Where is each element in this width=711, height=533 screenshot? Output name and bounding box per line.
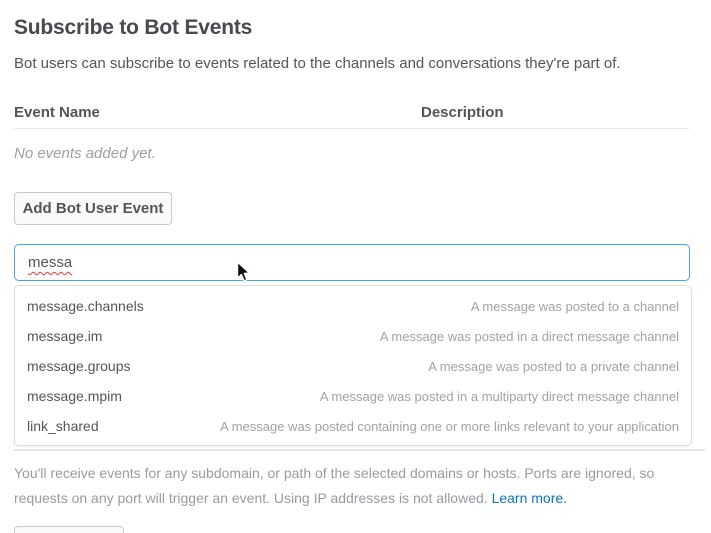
column-header-event-name: Event Name bbox=[14, 104, 100, 121]
suggestion-description: A message was posted to a channel bbox=[470, 298, 679, 314]
suggestion-name: message.mpim bbox=[27, 388, 122, 404]
suggestion-name: link_shared bbox=[27, 418, 99, 434]
suggestion-description: A message was posted to a private channe… bbox=[428, 358, 679, 374]
page-title: Subscribe to Bot Events bbox=[14, 16, 253, 39]
suggestion-name: message.im bbox=[27, 328, 103, 344]
event-search-value: messa bbox=[28, 254, 73, 271]
event-suggestions-dropdown: message.channels A message was posted to… bbox=[14, 285, 692, 446]
suggestion-description: A message was posted in a direct message… bbox=[379, 328, 679, 344]
suggestion-name: message.channels bbox=[27, 298, 144, 314]
suggestion-description: A message was posted containing one or m… bbox=[220, 418, 679, 434]
suggestion-description: A message was posted in a multiparty dir… bbox=[319, 388, 679, 404]
page-subtitle: Bot users can subscribe to events relate… bbox=[14, 55, 621, 72]
footer-note-text: You'll receive events for any subdomain,… bbox=[14, 465, 655, 506]
section-divider bbox=[14, 449, 705, 451]
empty-events-message: No events added yet. bbox=[14, 145, 156, 162]
table-header-divider bbox=[14, 128, 689, 129]
learn-more-link[interactable]: Learn more. bbox=[491, 490, 568, 506]
suggestion-message-channels[interactable]: message.channels A message was posted to… bbox=[15, 291, 691, 321]
suggestion-message-im[interactable]: message.im A message was posted in a dir… bbox=[15, 321, 691, 351]
column-header-description: Description bbox=[421, 104, 504, 121]
suggestion-message-mpim[interactable]: message.mpim A message was posted in a m… bbox=[15, 381, 691, 411]
partially-visible-button[interactable] bbox=[14, 526, 124, 533]
suggestion-message-groups[interactable]: message.groups A message was posted to a… bbox=[15, 351, 691, 381]
suggestion-name: message.groups bbox=[27, 358, 131, 374]
event-search-input[interactable]: messa bbox=[14, 244, 690, 281]
events-footer-note: You'll receive events for any subdomain,… bbox=[14, 461, 694, 511]
add-bot-user-event-button[interactable]: Add Bot User Event bbox=[14, 192, 172, 225]
suggestion-link-shared[interactable]: link_shared A message was posted contain… bbox=[15, 411, 691, 441]
